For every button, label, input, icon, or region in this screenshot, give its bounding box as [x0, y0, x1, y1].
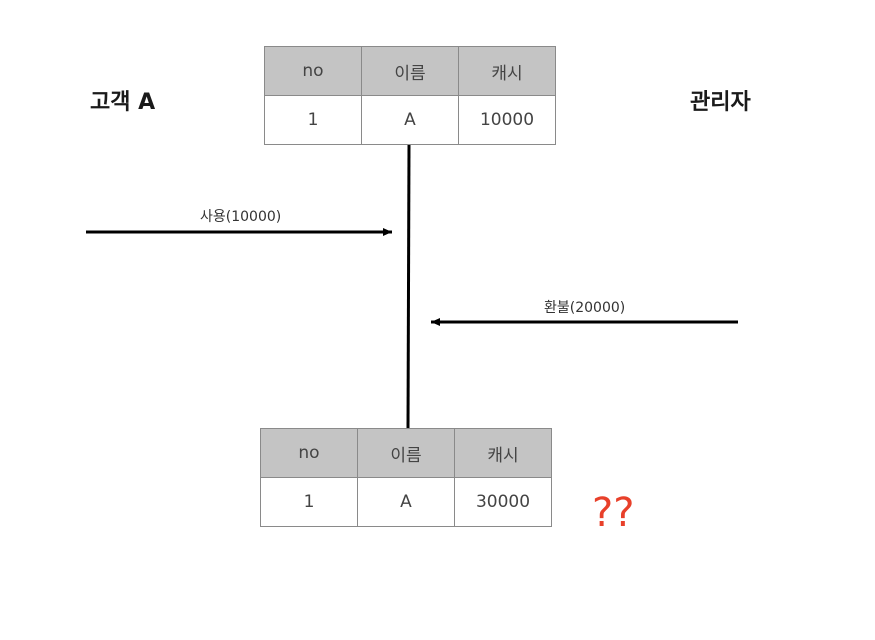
header-name: 이름	[361, 46, 459, 96]
header-no: no	[260, 428, 358, 478]
cell-cash: 10000	[458, 95, 556, 145]
header-cash: 캐시	[458, 46, 556, 96]
cash-table-before: no 이름 캐시 1 A 10000	[264, 46, 556, 145]
cell-no: 1	[260, 477, 358, 527]
cell-cash-highlighted: 30000	[454, 477, 552, 527]
actor-customer-a: 고객 A	[90, 90, 156, 115]
use-arrow-label: 사용(10000)	[200, 209, 282, 225]
header-cash: 캐시	[454, 428, 552, 478]
cash-table-after: no 이름 캐시 1 A 30000	[260, 428, 552, 527]
cell-name: A	[361, 95, 459, 145]
question-marks: ??	[592, 490, 635, 536]
cell-no: 1	[264, 95, 362, 145]
table-header-row: no 이름 캐시	[260, 428, 552, 478]
table-row: 1 A 30000	[260, 477, 552, 527]
table-header-row: no 이름 캐시	[264, 46, 556, 96]
header-no: no	[264, 46, 362, 96]
table-row: 1 A 10000	[264, 95, 556, 145]
cell-name: A	[357, 477, 455, 527]
actor-admin: 관리자	[690, 90, 751, 115]
header-name: 이름	[357, 428, 455, 478]
refund-arrow-label: 환불(20000)	[544, 300, 626, 316]
timeline-line	[406, 144, 411, 429]
